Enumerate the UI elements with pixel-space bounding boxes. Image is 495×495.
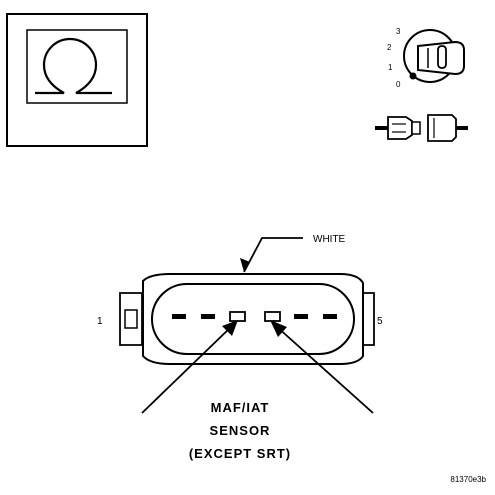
ignition-position-0: 0: [396, 80, 401, 89]
sensor-label-line3: (EXCEPT SRT): [189, 446, 291, 461]
figure-id: 81370e3b: [450, 475, 486, 484]
sensor-label-line2: SENSOR: [210, 423, 271, 438]
connector-face: [119, 273, 375, 365]
pin-pointer-arrows: [141, 320, 374, 414]
ignition-key-icon: 3 2 1 0: [387, 27, 465, 89]
wire-color-label: WHITE: [313, 234, 346, 245]
ignition-position-3: 3: [396, 27, 401, 36]
pin-number-1: 1: [97, 316, 103, 327]
ignition-position-1: 1: [388, 63, 393, 72]
wire-color-callout: WHITE: [240, 234, 346, 273]
ohm-symbol-icon: [6, 13, 148, 147]
pin-number-5: 5: [377, 316, 383, 327]
ignition-position-2: 2: [387, 43, 392, 52]
sensor-label: MAF/IAT SENSOR (EXCEPT SRT): [189, 400, 291, 461]
sensor-label-line1: MAF/IAT: [211, 400, 270, 415]
connector-pin-cavities: [172, 311, 337, 322]
disconnected-connector-icon: [375, 114, 468, 142]
